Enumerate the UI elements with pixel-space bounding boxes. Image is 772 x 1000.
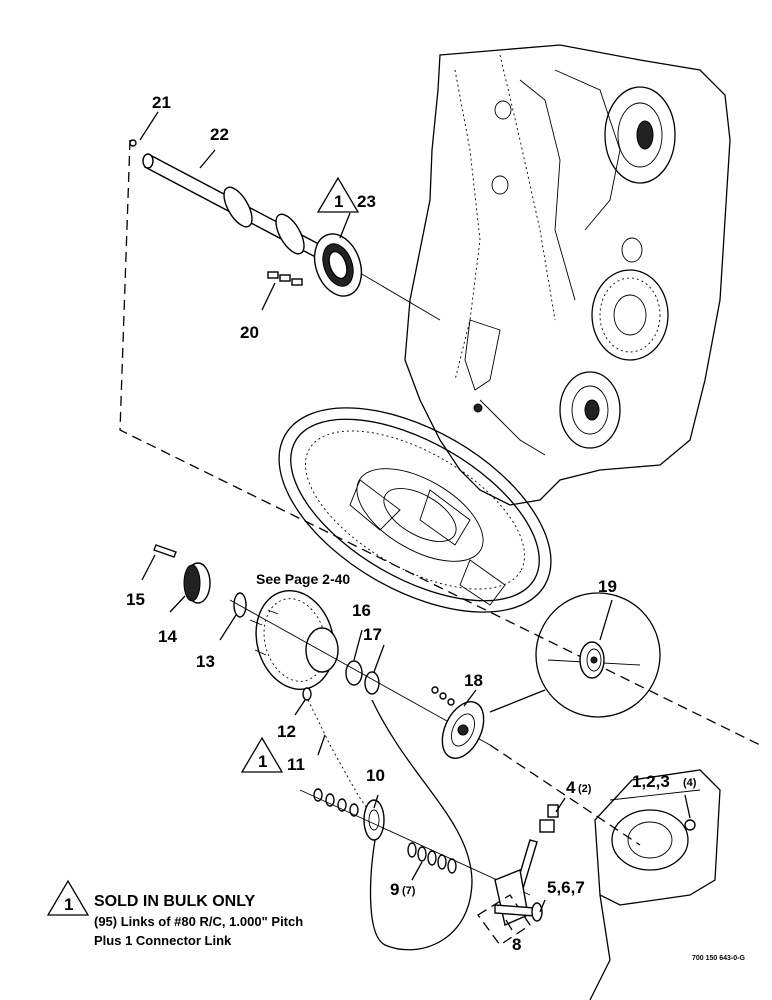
callout-4: 4 xyxy=(566,778,576,797)
detail-circle-19 xyxy=(489,592,661,718)
callout-labels: 21 22 23 20 15 14 13 12 16 17 18 19 11 1… xyxy=(126,93,697,954)
callout-10: 10 xyxy=(366,766,385,785)
callout-9: 9 xyxy=(390,880,399,899)
drawing-number: 700 150 643-0-G xyxy=(692,955,745,962)
link-12 xyxy=(302,687,312,701)
flag-triangle-23: 1 xyxy=(316,176,360,213)
upper-boundary xyxy=(119,139,761,746)
pin-21 xyxy=(129,139,137,147)
note-title: SOLD IN BULK ONLY xyxy=(94,893,256,910)
note-line-1: (95) Links of #80 R/C, 1.000" Pitch xyxy=(94,914,303,929)
callout-13: 13 xyxy=(196,652,215,671)
washer-17 xyxy=(364,671,380,695)
roller-chain-11 xyxy=(307,699,369,811)
flag-11-label: 1 xyxy=(258,752,267,771)
connector-link-20 xyxy=(267,271,303,286)
coupling-23 xyxy=(313,233,363,297)
spacers-9 xyxy=(407,842,457,874)
washer-16 xyxy=(345,660,363,686)
flag-23-label: 1 xyxy=(334,192,343,211)
qty-4: (2) xyxy=(578,783,592,795)
reference-text: See Page 2-40 xyxy=(256,571,350,587)
callout-16: 16 xyxy=(352,601,371,620)
callout-18: 18 xyxy=(464,671,483,690)
note-flag-label: 1 xyxy=(64,895,73,914)
lower-dash-line xyxy=(489,744,641,846)
leader-lines xyxy=(139,111,691,931)
callout-17: 17 xyxy=(363,625,382,644)
shaft-22 xyxy=(142,153,441,321)
callout-20: 20 xyxy=(240,323,259,342)
callout-1-2-3: 1,2,3 xyxy=(632,772,670,791)
callout-15: 15 xyxy=(126,590,145,609)
qty-9: (7) xyxy=(402,885,416,897)
washer-13 xyxy=(233,592,247,618)
side-frame xyxy=(589,769,721,1000)
hub-assembly xyxy=(249,590,339,690)
large-sheave xyxy=(278,407,552,613)
callout-21: 21 xyxy=(152,93,171,112)
bolt-5-6-7 xyxy=(494,902,543,922)
callout-5-6-7: 5,6,7 xyxy=(547,878,585,897)
chain-loop xyxy=(369,699,473,951)
bearing-flange-18 xyxy=(441,701,485,759)
bulk-note: 1 SOLD IN BULK ONLY (95) Links of #80 R/… xyxy=(46,879,303,948)
callout-11: 11 xyxy=(287,755,305,774)
gear-14 xyxy=(183,562,211,604)
callout-19: 19 xyxy=(598,577,617,596)
note-line-2: Plus 1 Connector Link xyxy=(94,933,232,948)
callout-14: 14 xyxy=(158,627,177,646)
gearbox-housing xyxy=(404,44,731,506)
qty-1: (4) xyxy=(683,777,697,789)
flag-triangle-11: 1 xyxy=(240,736,284,773)
pin-15 xyxy=(153,544,177,558)
callout-23: 23 xyxy=(357,192,376,211)
sprocket-10 xyxy=(363,799,385,841)
chain-links-10 xyxy=(313,788,359,817)
bolts-near-18 xyxy=(431,686,455,706)
lower-shaft-line xyxy=(299,789,531,896)
callout-22: 22 xyxy=(210,125,229,144)
callout-8: 8 xyxy=(512,935,521,954)
callout-12: 12 xyxy=(277,722,296,741)
